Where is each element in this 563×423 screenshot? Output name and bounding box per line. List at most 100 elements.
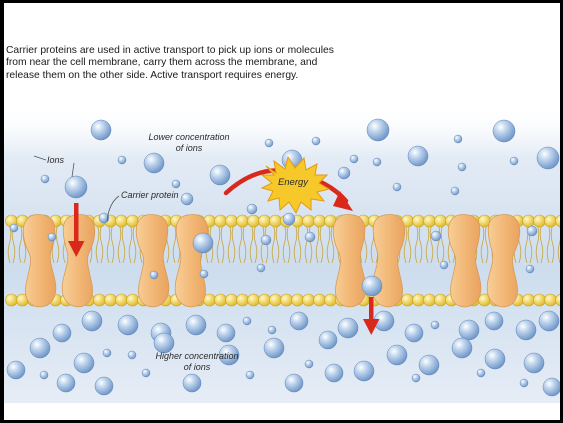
- phospholipid-head: [413, 215, 425, 227]
- ion-icon: [150, 271, 158, 279]
- phospholipid-head: [237, 215, 249, 227]
- ion-icon: [440, 261, 448, 269]
- ion-icon: [537, 147, 559, 169]
- ion-icon: [485, 312, 503, 330]
- ion-icon: [118, 156, 126, 164]
- phospholipid-head: [127, 294, 139, 306]
- phospholipid-head: [314, 294, 326, 306]
- phospholipid-head: [270, 294, 282, 306]
- ion-icon: [210, 165, 230, 185]
- ion-icon: [268, 326, 276, 334]
- phospholipid-head: [545, 215, 557, 227]
- phospholipid-head: [435, 294, 447, 306]
- phospholipid-head: [523, 215, 535, 227]
- ion-icon: [431, 231, 441, 241]
- ion-icon: [283, 213, 295, 225]
- ion-icon: [181, 193, 193, 205]
- ion-icon: [458, 163, 466, 171]
- phospholipid-head: [116, 215, 128, 227]
- ion-icon: [128, 351, 136, 359]
- energy-label: Energy: [278, 177, 309, 188]
- phospholipid-head: [424, 215, 436, 227]
- phospholipid-head: [116, 294, 128, 306]
- phospholipid-head: [270, 215, 282, 227]
- ion-icon: [285, 374, 303, 392]
- ion-icon: [452, 338, 472, 358]
- phospholipid-head: [259, 215, 271, 227]
- ion-icon: [354, 361, 374, 381]
- ion-icon: [319, 331, 337, 349]
- phospholipid-head: [105, 294, 117, 306]
- ion-icon: [261, 235, 271, 245]
- ion-icon: [247, 204, 257, 214]
- phospholipid-head: [402, 294, 414, 306]
- phospholipid-head: [534, 215, 546, 227]
- higher-concentration-line2: of ions: [184, 362, 211, 372]
- ion-icon: [312, 137, 320, 145]
- ion-icon: [516, 320, 536, 340]
- ion-icon: [524, 353, 544, 373]
- ion-icon: [57, 374, 75, 392]
- ion-icon: [200, 270, 208, 278]
- ion-icon: [243, 317, 251, 325]
- ion-icon: [350, 155, 358, 163]
- phospholipid-head: [94, 294, 106, 306]
- ion-icon: [172, 180, 180, 188]
- phospholipid-head: [534, 294, 546, 306]
- ion-icon: [95, 377, 113, 395]
- ion-icon: [493, 120, 515, 142]
- ion-icon: [419, 355, 439, 375]
- ion-icon: [373, 158, 381, 166]
- ion-icon: [527, 226, 537, 236]
- ion-icon: [325, 364, 343, 382]
- phospholipid-head: [237, 294, 249, 306]
- phospholipid-head: [523, 294, 535, 306]
- ion-icon: [144, 153, 164, 173]
- phospholipid-head: [6, 294, 18, 306]
- phospholipid-head: [281, 294, 293, 306]
- ion-icon: [539, 311, 559, 331]
- ion-icon: [485, 349, 505, 369]
- ion-icon: [412, 374, 420, 382]
- ion-icon: [393, 183, 401, 191]
- ion-icon: [103, 349, 111, 357]
- ion-icon: [91, 120, 111, 140]
- phospholipid-head: [325, 294, 337, 306]
- ion-icon: [257, 264, 265, 272]
- ion-icon: [338, 318, 358, 338]
- carrier-protein-label: Carrier protein: [121, 190, 179, 200]
- ion-icon: [520, 379, 528, 387]
- ion-icon: [82, 311, 102, 331]
- ion-icon: [543, 378, 561, 396]
- ion-icon: [305, 232, 315, 242]
- ion-icon: [217, 324, 235, 342]
- ions-label: Ions: [47, 155, 65, 165]
- active-transport-diagram: Ions Carrier protein Lower concentration…: [4, 3, 563, 423]
- ion-icon: [48, 233, 56, 241]
- phospholipid-head: [303, 215, 315, 227]
- ion-icon: [362, 276, 382, 296]
- phospholipid-head: [545, 294, 557, 306]
- ion-icon: [7, 361, 25, 379]
- ion-icon: [264, 338, 284, 358]
- ion-icon: [367, 119, 389, 141]
- ion-icon: [265, 139, 273, 147]
- ion-icon: [459, 320, 479, 340]
- ion-icon: [186, 315, 206, 335]
- ion-icon: [454, 135, 462, 143]
- ion-icon: [338, 167, 350, 179]
- ion-icon: [154, 333, 174, 353]
- ion-icon: [183, 374, 201, 392]
- phospholipid-head: [292, 294, 304, 306]
- ion-icon: [510, 157, 518, 165]
- phospholipid-head: [215, 294, 227, 306]
- ion-icon: [193, 233, 213, 253]
- ion-icon: [10, 224, 18, 232]
- phospholipid-head: [314, 215, 326, 227]
- ion-icon: [40, 371, 48, 379]
- phospholipid-head: [248, 215, 260, 227]
- lower-concentration-line2: of ions: [176, 143, 203, 153]
- ion-icon: [431, 321, 439, 329]
- ion-icon: [142, 369, 150, 377]
